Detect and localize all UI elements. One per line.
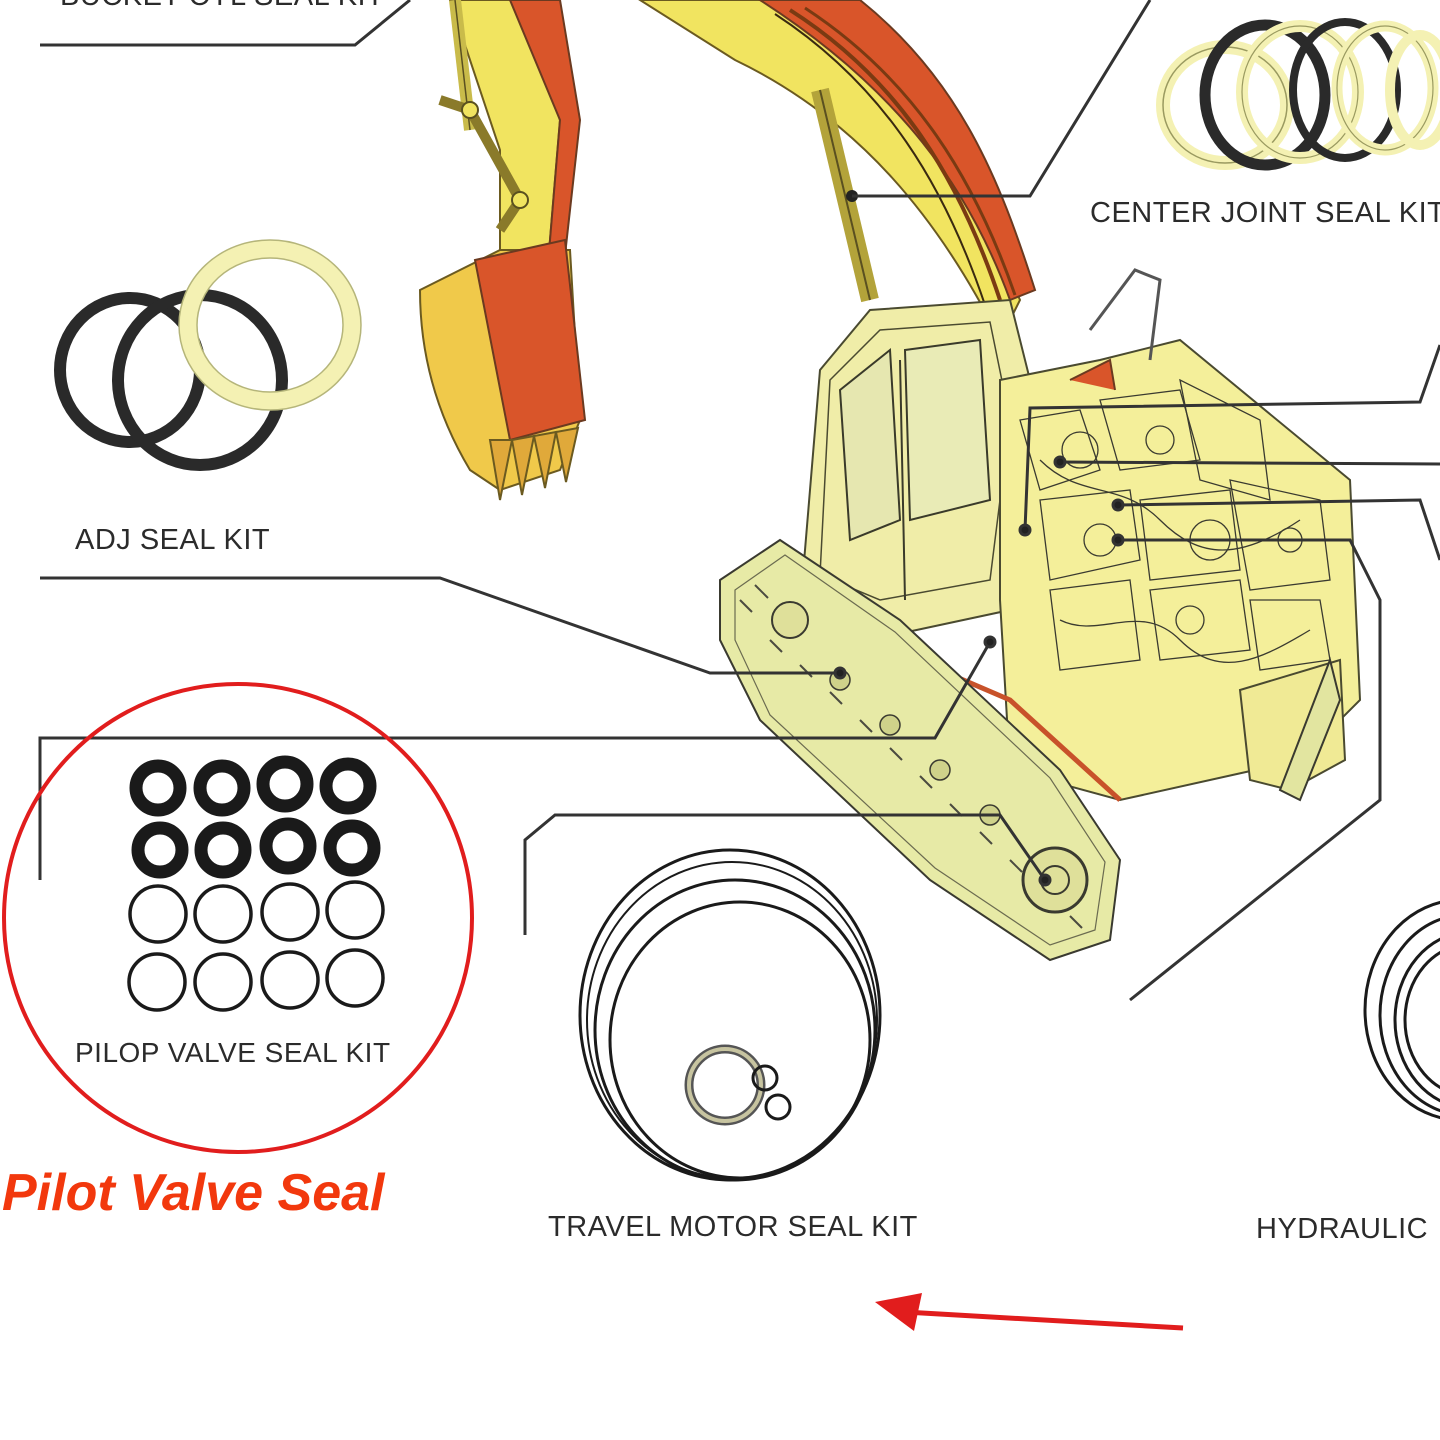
adj-seal-kit-label: ADJ SEAL KIT [75, 524, 271, 556]
hydraulic-seal-rings [1363, 900, 1440, 1120]
travel-motor-seal-rings [578, 848, 882, 1182]
highlight-circle [2, 682, 474, 1154]
bucket-seal-kit-label: BUCKET CYL SEAL KIT [60, 0, 384, 13]
pilot-valve-seal-kit-label: PILOP VALVE SEAL KIT [75, 1037, 391, 1068]
center-joint-seal-kit-label: CENTER JOINT SEAL KIT [1090, 197, 1440, 229]
leader-lines [38, 0, 1440, 1002]
arrow-icon [875, 1293, 1184, 1331]
pilot-valve-seal-rings [127, 755, 385, 1012]
hydraulic-seal-kit-label: HYDRAULIC [1256, 1213, 1429, 1245]
excavator-illustration [418, 0, 1362, 962]
travel-motor-seal-kit-label: TRAVEL MOTOR SEAL KIT [548, 1211, 918, 1243]
pilot-valve-seal-heading: Pilot Valve Seal [2, 1164, 385, 1222]
center-joint-seal-rings [1156, 18, 1440, 171]
adj-seal-rings [54, 239, 362, 471]
